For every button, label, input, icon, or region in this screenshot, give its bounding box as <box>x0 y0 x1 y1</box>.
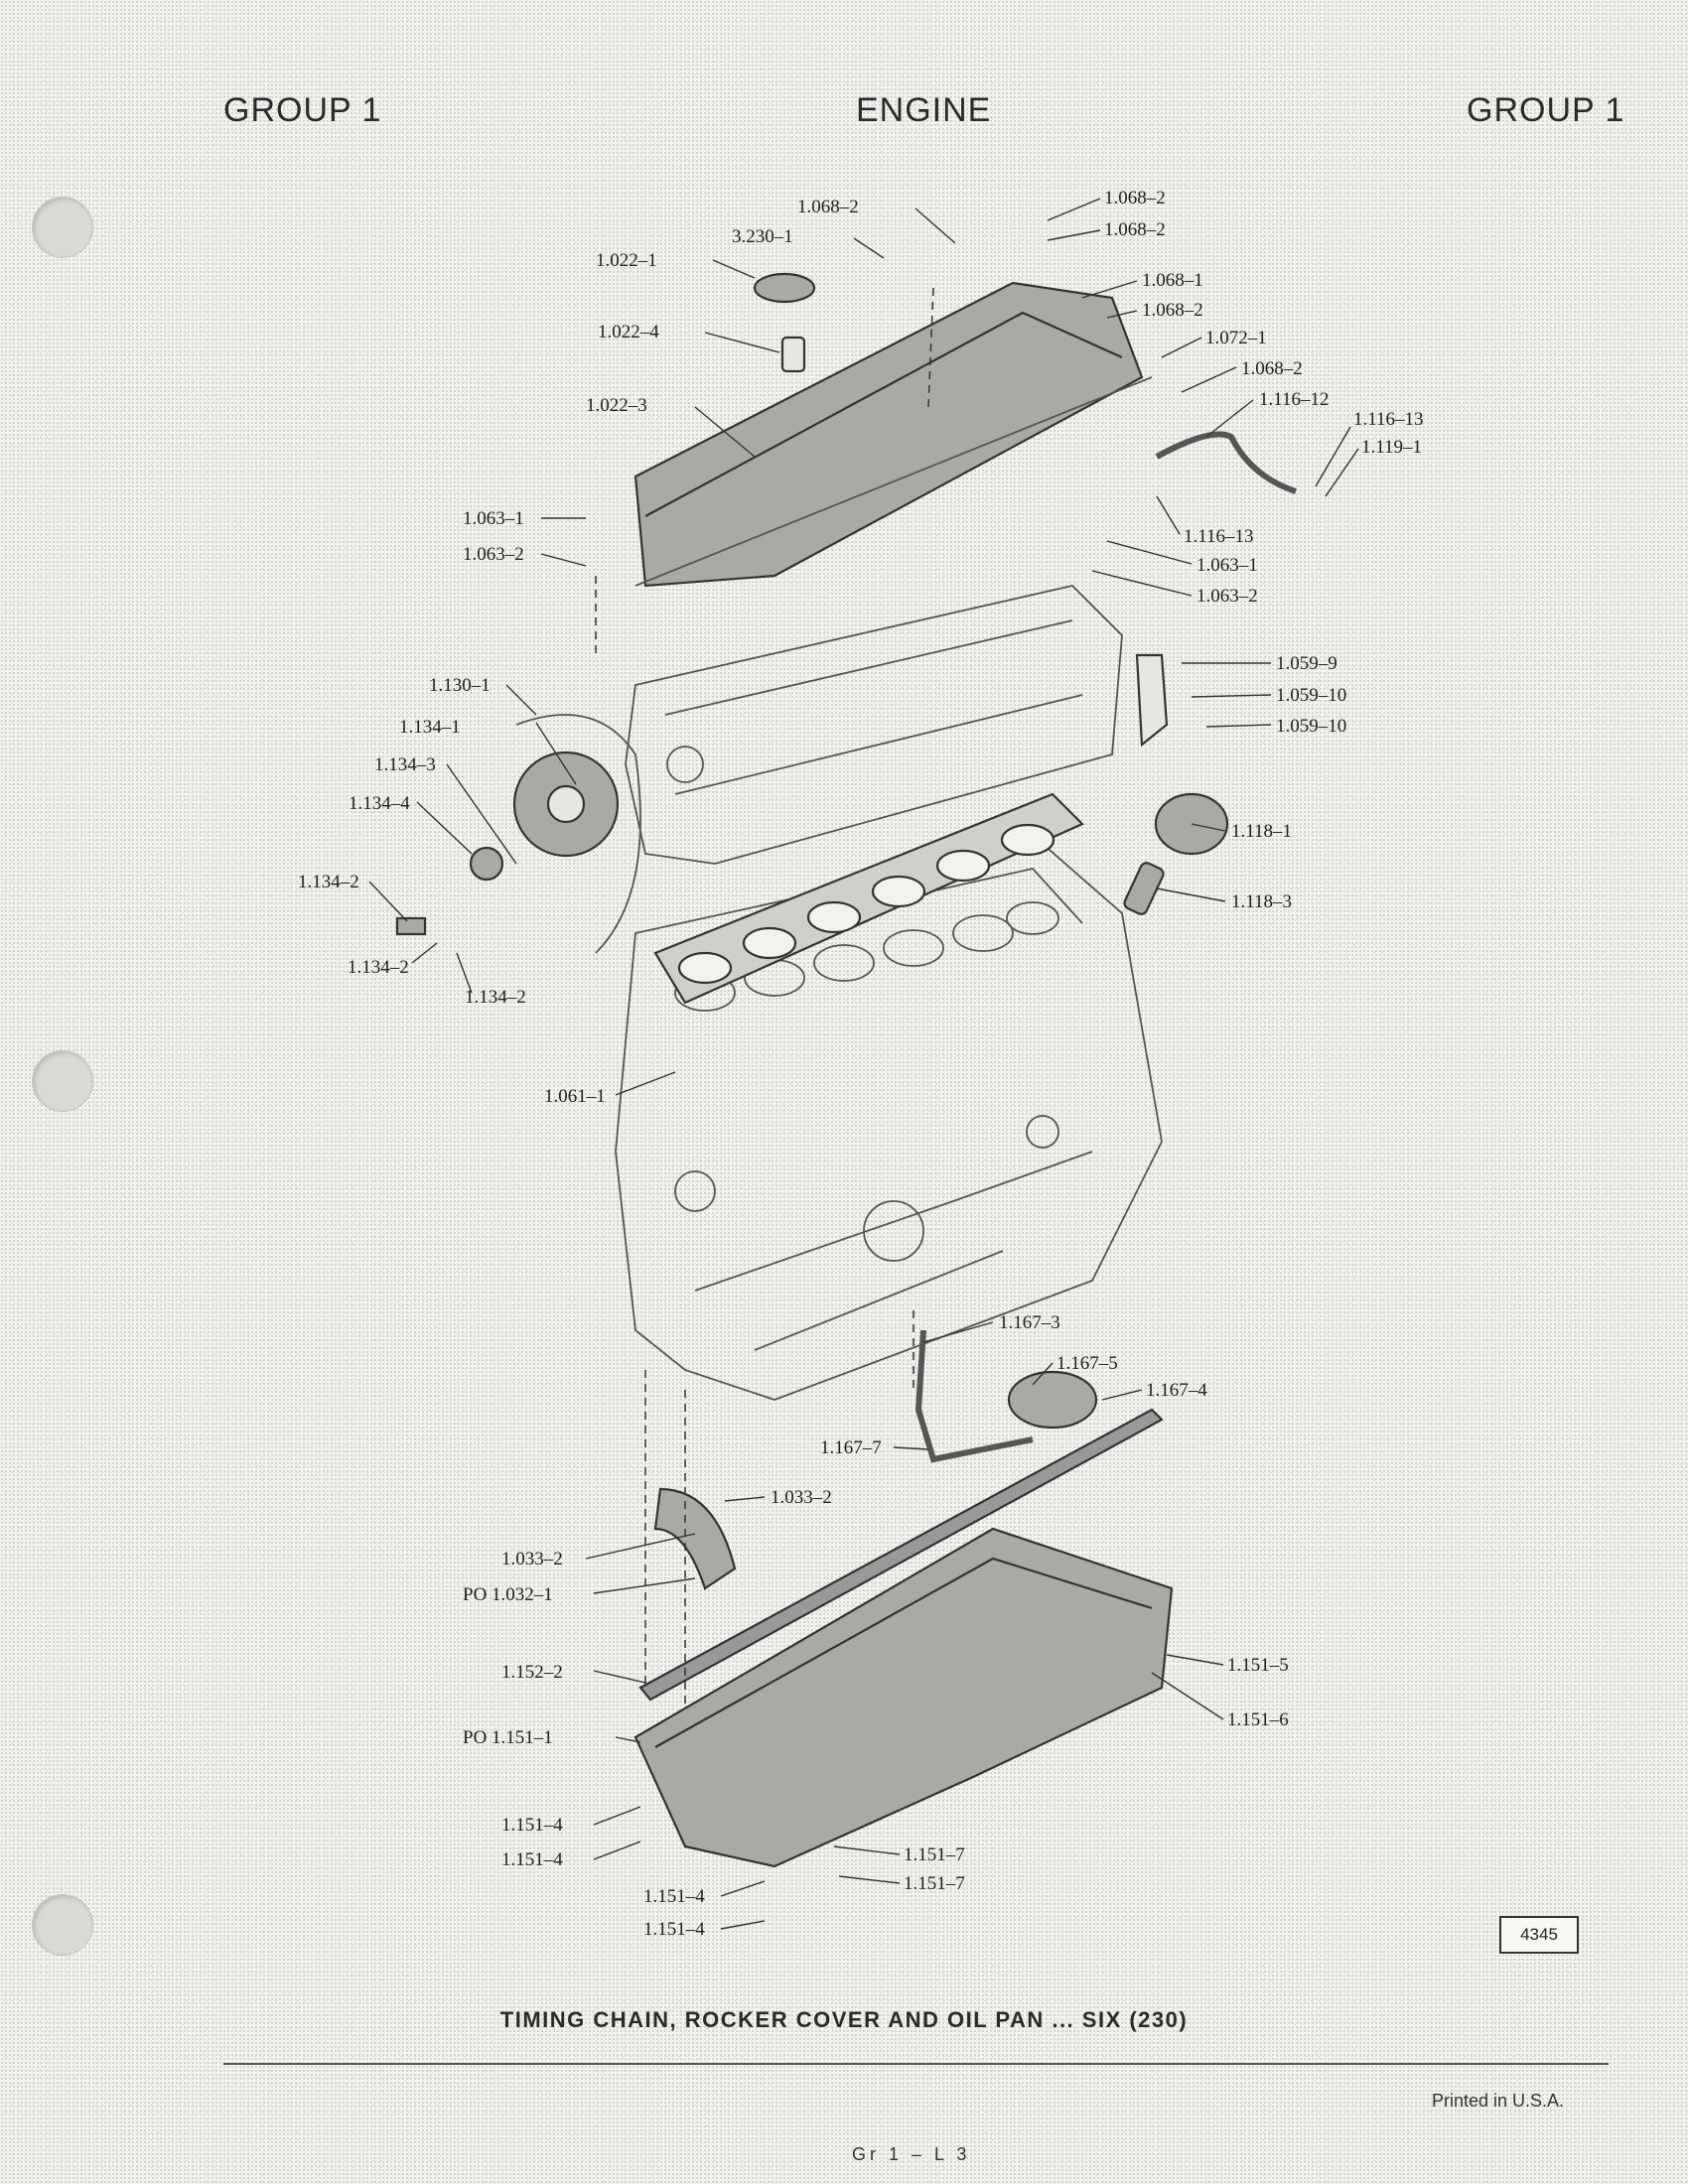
part-label: 1.022–1 <box>596 250 657 271</box>
part-label: PO 1.151–1 <box>463 1727 553 1748</box>
pcv-hose <box>1155 431 1297 494</box>
part-label: 1.134–3 <box>374 754 436 775</box>
part-label: 1.134–4 <box>349 793 410 814</box>
part-label: 1.072–1 <box>1205 328 1267 348</box>
printed-notice: Printed in U.S.A. <box>1432 2091 1565 2111</box>
header-group-right: GROUP 1 <box>1467 91 1625 129</box>
part-label: 1.116–13 <box>1184 526 1254 547</box>
part-label: 1.068–1 <box>1142 270 1203 291</box>
oil-pan-gasket <box>638 1408 1164 1702</box>
part-label: 1.118–3 <box>1231 891 1292 912</box>
part-label: 3.230–1 <box>732 226 793 247</box>
part-label: 1.118–1 <box>1231 821 1292 842</box>
part-label: 1.059–9 <box>1276 653 1337 674</box>
part-label: 1.151–7 <box>904 1844 965 1865</box>
header-group-left: GROUP 1 <box>223 91 382 129</box>
part-label: 1.116–12 <box>1259 389 1330 410</box>
part-label: 1.022–3 <box>586 395 647 416</box>
part-label: 1.167–4 <box>1146 1380 1207 1401</box>
binder-hole-top <box>32 197 93 258</box>
part-label: 1.063–2 <box>463 544 524 565</box>
rocker-cover <box>633 281 1153 588</box>
binder-hole-middle <box>32 1050 93 1112</box>
part-label: 1.068–2 <box>1241 358 1303 379</box>
part-label: 1.059–10 <box>1276 685 1346 706</box>
part-labels: 1.068–2 3.230–1 1.022–1 1.022–4 1.022–3 … <box>298 188 1424 1940</box>
part-label: 1.134–2 <box>348 957 409 978</box>
oil-filter-adapter <box>1123 862 1165 915</box>
part-label: 1.068–2 <box>1104 219 1166 240</box>
cylinder-head-outline <box>625 585 1123 865</box>
footer-rule <box>223 2063 1609 2065</box>
part-label: 1.151–5 <box>1227 1655 1289 1676</box>
part-label: 1.151–4 <box>643 1886 705 1907</box>
thrust-washer <box>469 846 504 882</box>
figure-number: 4345 <box>1499 1916 1579 1954</box>
part-label: 1.130–1 <box>429 675 491 696</box>
part-label: 1.151–4 <box>643 1919 705 1940</box>
part-label: 1.068–2 <box>797 197 859 217</box>
part-label: 1.167–5 <box>1056 1353 1118 1374</box>
page-number: Gr 1 – L 3 <box>852 2144 971 2164</box>
binder-hole-bottom <box>32 1894 93 1956</box>
part-label: 1.151–7 <box>904 1873 965 1894</box>
oil-filler-cap <box>753 272 816 304</box>
part-label: 1.151–4 <box>501 1849 563 1870</box>
part-label: 1.151–4 <box>501 1815 563 1836</box>
part-label: 1.068–2 <box>1104 188 1166 208</box>
oil-pump-screen <box>1007 1370 1098 1430</box>
part-label: 1.134–1 <box>399 717 461 738</box>
leader-lines <box>368 198 1359 1930</box>
part-label: 1.063–1 <box>463 508 524 529</box>
part-label: PO 1.032–1 <box>463 1584 553 1605</box>
part-label: 1.059–10 <box>1276 716 1346 737</box>
part-label: 1.061–1 <box>544 1086 606 1107</box>
part-label: 1.134–2 <box>298 872 359 892</box>
part-label: 1.167–7 <box>820 1437 882 1458</box>
rear-seal-retainer <box>653 1487 737 1590</box>
head-gasket <box>653 792 1084 1005</box>
sprocket-bolt <box>395 916 427 936</box>
oil-pump-pickup <box>914 1329 1034 1463</box>
timing-sprocket <box>512 714 641 954</box>
part-label: 1.022–4 <box>598 322 659 342</box>
part-label: 1.151–6 <box>1227 1709 1289 1730</box>
part-label: 1.119–1 <box>1361 437 1422 458</box>
part-label: 1.134–2 <box>465 987 526 1008</box>
oil-pan <box>633 1527 1174 1868</box>
part-label: 1.167–3 <box>999 1312 1060 1333</box>
figure-caption: TIMING CHAIN, ROCKER COVER AND OIL PAN .… <box>499 2007 1189 2032</box>
part-label: 1.063–2 <box>1196 586 1258 607</box>
part-label: 1.033–2 <box>771 1487 832 1508</box>
part-label: 1.068–2 <box>1142 300 1203 321</box>
breather-tube <box>780 336 806 373</box>
engine-block-outline <box>615 843 1163 1401</box>
lifting-bracket <box>1135 653 1169 748</box>
part-label: 1.063–1 <box>1196 555 1258 576</box>
header-title: ENGINE <box>856 91 992 129</box>
part-label: 1.033–2 <box>501 1549 563 1570</box>
part-label: 1.116–13 <box>1353 409 1424 430</box>
part-label: 1.152–2 <box>501 1662 563 1683</box>
